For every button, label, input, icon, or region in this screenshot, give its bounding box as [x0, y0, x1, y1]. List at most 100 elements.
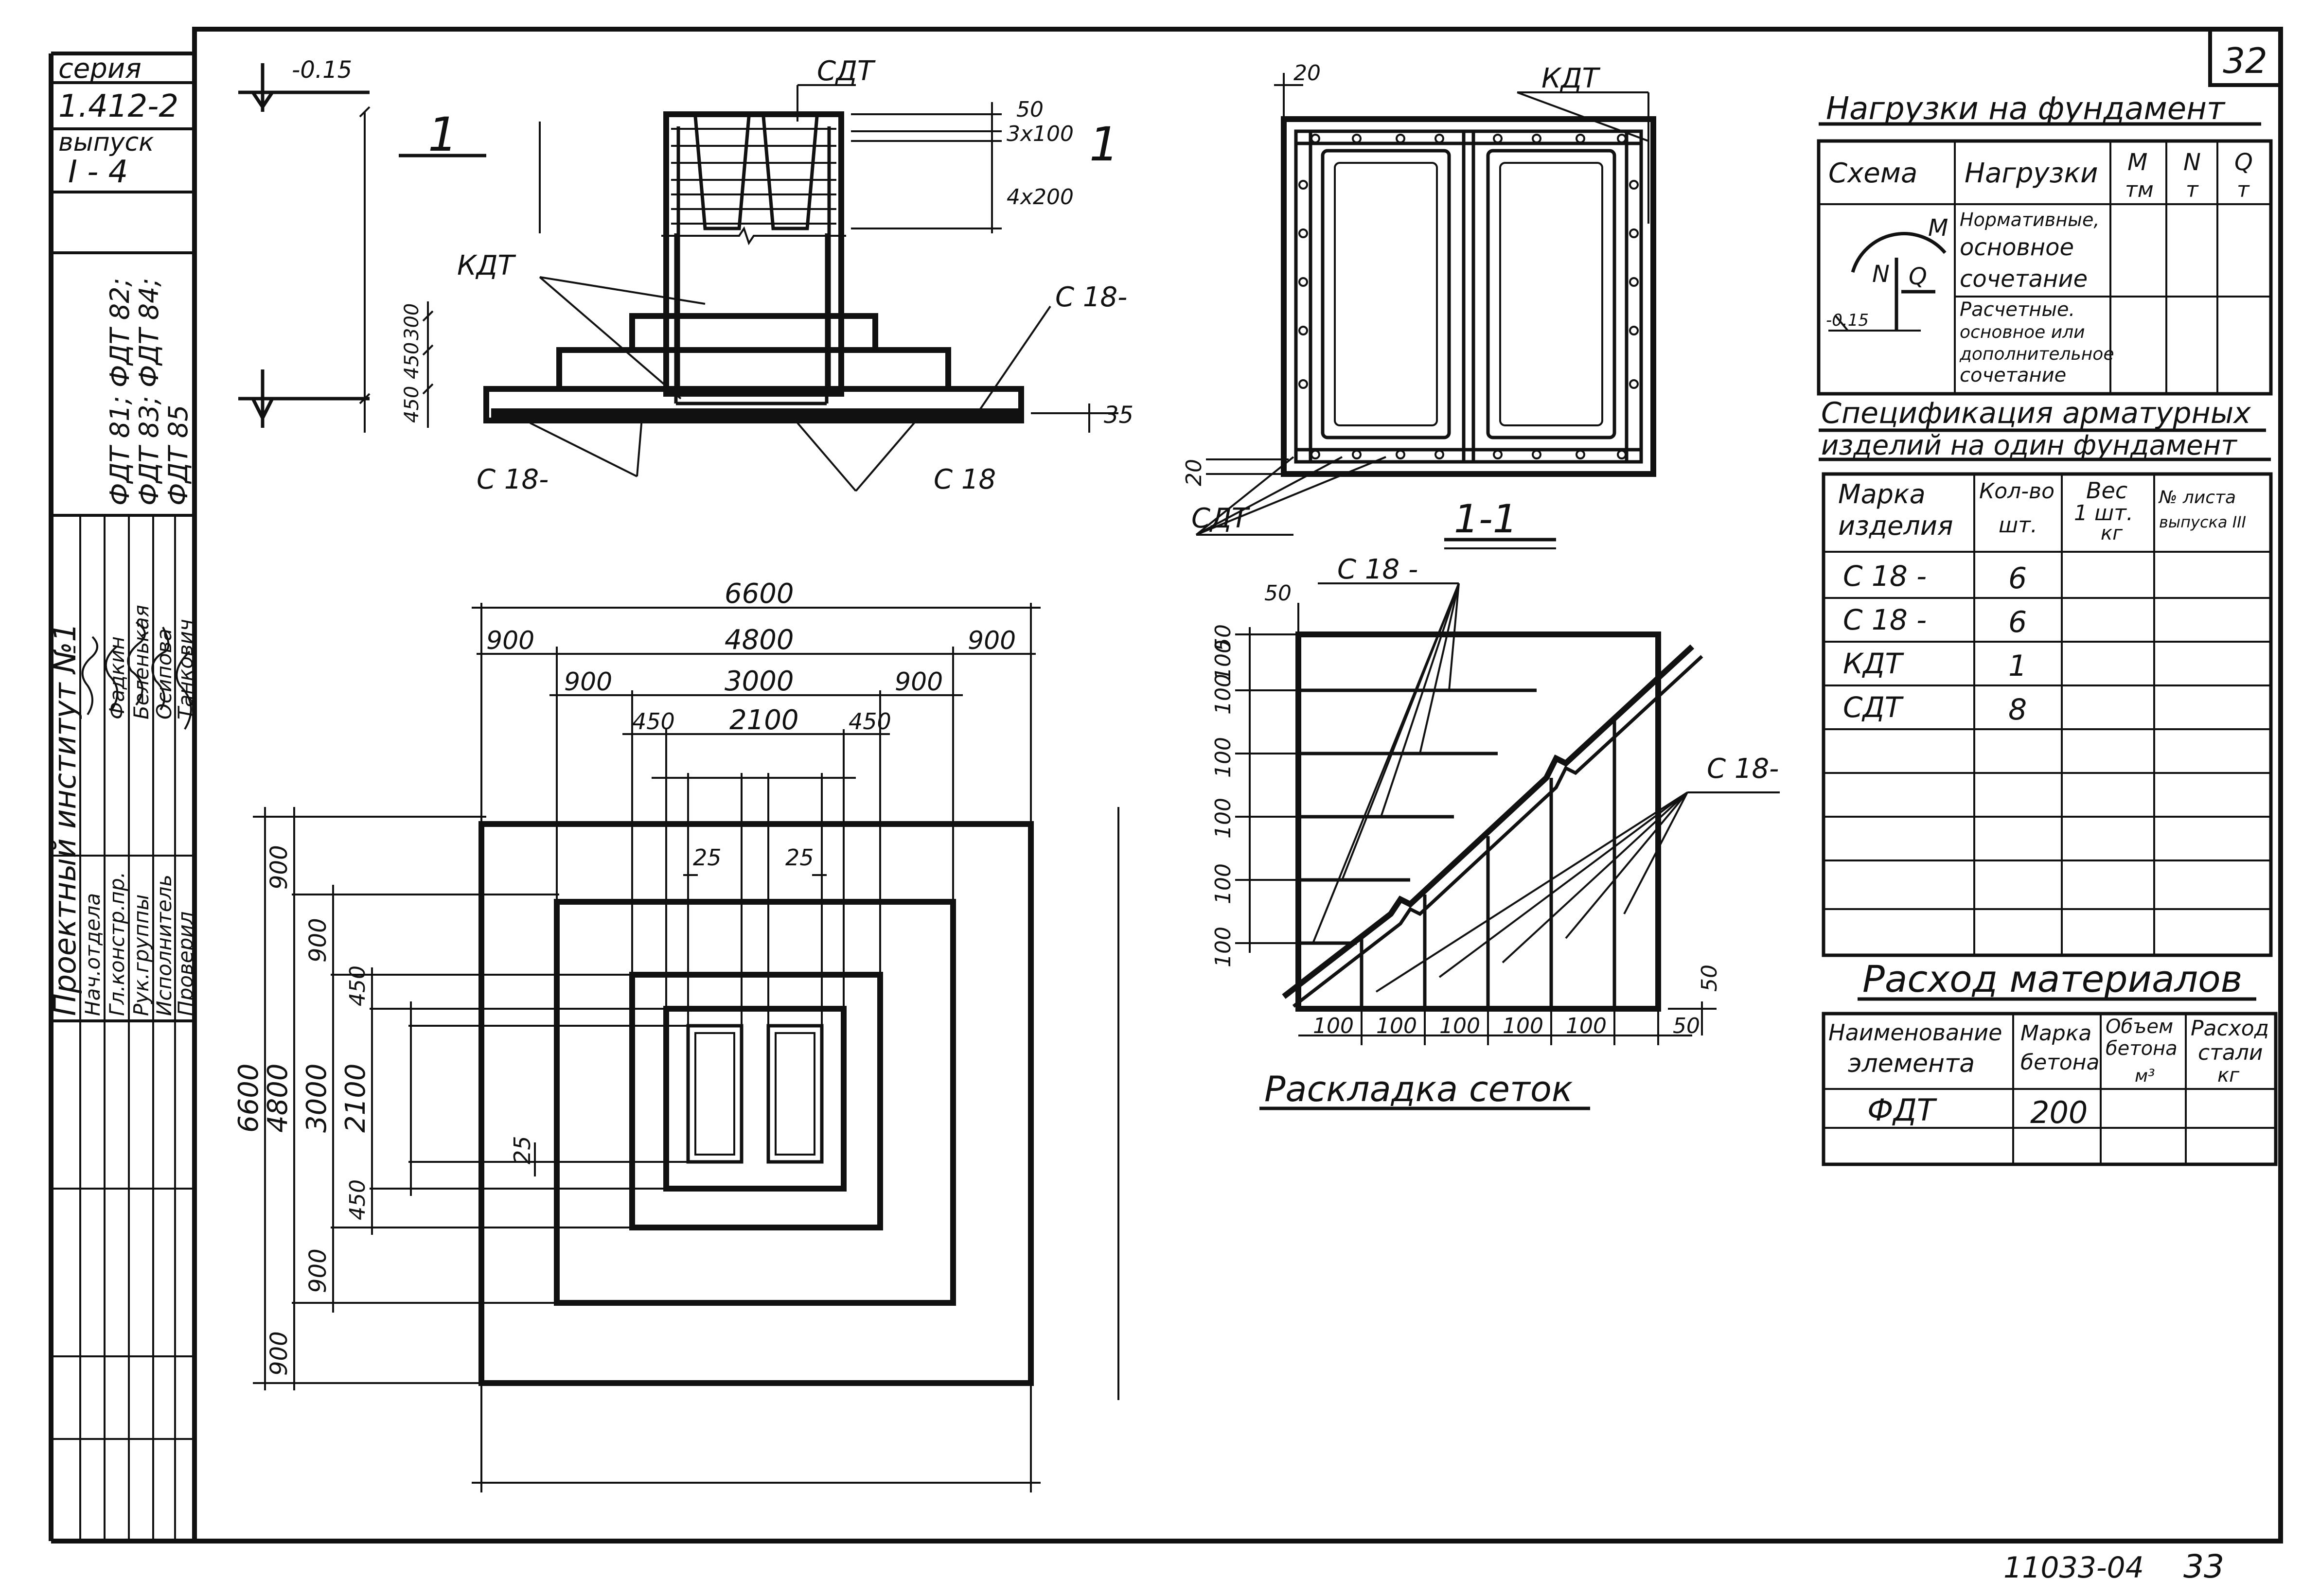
loads-table: [1817, 122, 2273, 396]
loads-row1-line2: основное: [1960, 234, 2074, 261]
mesh-v-100-2: 100: [1211, 737, 1236, 778]
plan-v-900-2: 900: [304, 918, 332, 963]
loads-header-M: М: [2127, 149, 2147, 176]
section-1-1-dim-20-side: 20: [1182, 459, 1206, 486]
plan-v-4800: 4800: [262, 1063, 294, 1133]
mesh-v-100-1: 100: [1211, 674, 1236, 715]
plan-v-900-top: 900: [266, 845, 293, 890]
loads-row1-line1: Нормативные,: [1960, 209, 2099, 230]
marks-line3: ФДТ 85: [163, 404, 194, 506]
plan-view: [253, 603, 1119, 1492]
marks-line1: ФДТ 81; ФДТ 82;: [105, 278, 135, 506]
section-1-1-dim-20-top: 20: [1293, 61, 1321, 86]
mesh-v-100-5: 100: [1211, 927, 1236, 967]
materials-header-volume2: бетона: [2106, 1037, 2178, 1060]
section-label-left: 1: [428, 107, 458, 162]
dim-35: 35: [1104, 402, 1133, 429]
section-1-1-kdt: КДТ: [1541, 63, 1601, 94]
plan-dim-900-c: 900: [564, 667, 612, 697]
spec-header-weight: Вес: [2086, 477, 2127, 504]
spec-title-1: Спецификация арматурных: [1821, 396, 2251, 430]
spec-header-weight2: 1 шт.: [2074, 501, 2133, 526]
loads-scheme-Q: Q: [1909, 263, 1927, 290]
plan-v-900-bottom: 900: [266, 1331, 293, 1376]
spec-row-1-qty: 6: [2008, 561, 2027, 596]
plan-dim-900-a: 900: [486, 626, 534, 655]
loads-unit-tm: тм: [2125, 177, 2154, 202]
spec-header-mark2: изделия: [1838, 510, 1953, 541]
plan-v-3000: 3000: [301, 1063, 333, 1133]
plan-dim-900-d: 900: [895, 667, 943, 697]
plan-v-6600: 6600: [233, 1063, 265, 1133]
kdt-label-section: КДТ: [457, 250, 516, 281]
spec-row-3-mark: КДТ: [1843, 647, 1904, 680]
mesh-h-100-2: 100: [1376, 1014, 1417, 1038]
mesh-title: Раскладка сеток: [1264, 1069, 1573, 1109]
loads-row1-line3: сочетание: [1960, 265, 2088, 293]
vypusk-label: выпуск: [58, 128, 154, 157]
section-label-right: 1: [1089, 117, 1119, 172]
loads-row2-line2: основное или: [1960, 322, 2085, 342]
rebar-dots: [1298, 134, 1639, 459]
loads-scheme-M: М: [1928, 214, 1948, 242]
mesh-h-100-4: 100: [1503, 1014, 1543, 1038]
materials-row-grade: 200: [2030, 1095, 2088, 1130]
spec-header-weight3: кг: [2101, 522, 2123, 544]
role-4: Исполнитель: [152, 875, 176, 1016]
section-1-1: [1195, 73, 1656, 549]
loads-scheme-N: N: [1872, 261, 1890, 288]
mesh-layout: [1235, 582, 1780, 1110]
c18-right-label: С 18-: [1055, 281, 1127, 313]
name-3: Осипова: [152, 629, 176, 719]
mesh-c18-top: С 18 -: [1337, 554, 1418, 585]
spec-header-mark: Марка: [1838, 479, 1926, 509]
plan-dim-25-b: 25: [785, 844, 814, 871]
spec-header-sheet2: выпуска III: [2159, 513, 2246, 531]
mesh-h-100-3: 100: [1439, 1014, 1480, 1038]
loads-title: Нагрузки на фундамент: [1826, 91, 2226, 127]
c18-bottom-right-label: С 18: [934, 464, 996, 495]
seriya-value: 1.412-2: [58, 88, 178, 124]
side-stamp: [51, 52, 195, 1541]
spec-title-2: изделий на один фундамент: [1821, 430, 2237, 461]
plan-dim-450-a: 450: [632, 708, 675, 735]
sheet-frame: [49, 27, 2283, 1543]
section-1-1-sdt: СДТ: [1191, 503, 1250, 534]
plan-v-450-top: 450: [345, 965, 370, 1006]
plan-dim-900-b: 900: [968, 626, 1016, 655]
mesh-v-100-3: 100: [1211, 798, 1236, 839]
loads-unit-t1: т: [2186, 177, 2199, 202]
plan-dim-25-c: 25: [509, 1136, 535, 1164]
loads-header-N: N: [2183, 149, 2201, 176]
materials-table: [1822, 997, 2278, 1166]
plan-v-450-bottom: 450: [345, 1179, 370, 1220]
materials-header-volume: Объем: [2106, 1016, 2173, 1038]
spec-table: [1819, 428, 2273, 957]
marks-line2: ФДТ 83; ФДТ 84;: [134, 278, 164, 506]
loads-header-loads: Нагрузки: [1965, 158, 2098, 189]
materials-header-name2: элемента: [1848, 1049, 1975, 1078]
plan-dim-450-b: 450: [849, 708, 891, 735]
mark-top: -0.15: [292, 56, 352, 84]
loads-scheme-mark: -0.15: [1826, 311, 1869, 330]
loads-row2-line1: Расчетные.: [1960, 298, 2075, 321]
sheet-number: 32: [2223, 40, 2267, 81]
signatures: [81, 621, 192, 730]
materials-row-name: ФДТ: [1867, 1092, 1937, 1128]
materials-header-steel2: стали: [2198, 1040, 2263, 1065]
spec-row-4-qty: 8: [2008, 693, 2027, 727]
loads-header-scheme: Схема: [1828, 158, 1917, 189]
sdt-label-top: СДТ: [817, 55, 876, 87]
loads-row2-line3: дополнительное: [1959, 344, 2114, 364]
spec-row-2-mark: С 18 -: [1843, 603, 1927, 636]
mesh-v-100-6: 100: [1211, 640, 1236, 681]
section-1-1-title: 1-1: [1454, 496, 1518, 542]
spec-header-sheet: № листа: [2158, 488, 2236, 508]
materials-header-volume3: м³: [2135, 1066, 2155, 1086]
name-1: Фадкин: [105, 636, 129, 719]
dim-50: 50: [1016, 97, 1044, 122]
institute-name: Проектный институт №1: [47, 623, 83, 1016]
plan-v-2100: 2100: [340, 1063, 372, 1133]
dim-450-upper: 450: [401, 342, 423, 379]
